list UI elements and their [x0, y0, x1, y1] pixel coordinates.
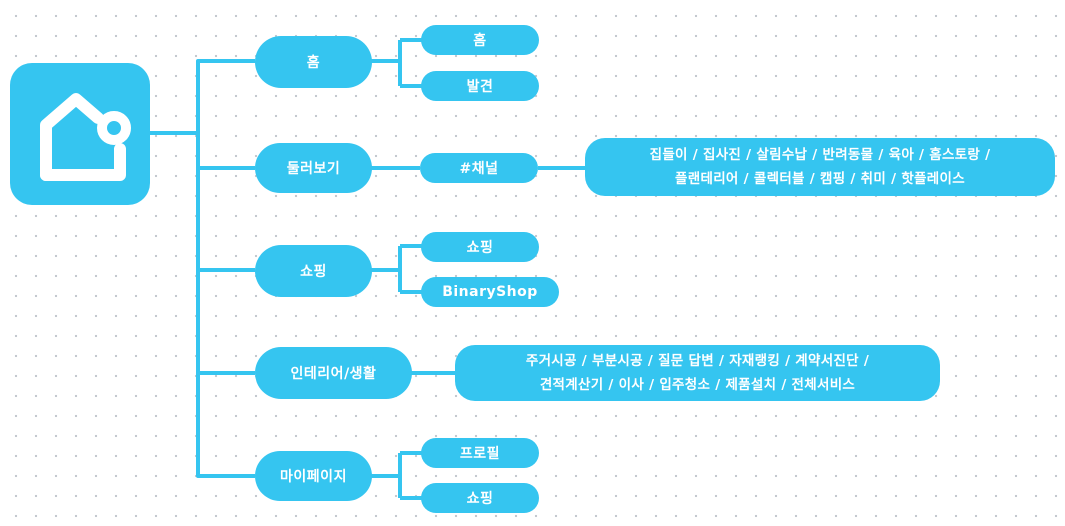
submenu-shopping-shopping[interactable]: 쇼핑: [421, 232, 539, 262]
app-logo: [10, 63, 150, 205]
channel-list-line-2: 플랜테리어 / 콜렉터블 / 캠핑 / 취미 / 핫플레이스: [675, 171, 965, 187]
menu-home[interactable]: 홈: [255, 36, 372, 88]
submenu-shopping-binaryshop[interactable]: BinaryShop: [421, 277, 559, 307]
menu-interior-life[interactable]: 인테리어/생활: [255, 347, 412, 399]
submenu-mypage-shopping[interactable]: 쇼핑: [421, 483, 539, 513]
channel-list-line-1: 집들이 / 집사진 / 살림수납 / 반려동물 / 육아 / 홈스토랑 /: [649, 147, 991, 163]
branch-line-mypage: [198, 451, 423, 500]
interior-service-list[interactable]: 주거시공 / 부분시공 / 질문 답변 / 자재랭킹 / 계약서진단 / 견적계…: [455, 345, 940, 401]
submenu-home-home[interactable]: 홈: [421, 25, 539, 55]
submenu-home-discover[interactable]: 발견: [421, 71, 539, 101]
menu-explore[interactable]: 둘러보기: [255, 143, 372, 193]
menu-mypage[interactable]: 마이페이지: [255, 451, 372, 501]
submenu-mypage-profile[interactable]: 프로필: [421, 438, 539, 468]
menu-shopping[interactable]: 쇼핑: [255, 245, 372, 297]
channel-list[interactable]: 집들이 / 집사진 / 살림수납 / 반려동물 / 육아 / 홈스토랑 / 플랜…: [585, 138, 1055, 196]
interior-service-line-1: 주거시공 / 부분시공 / 질문 답변 / 자재랭킹 / 계약서진단 /: [525, 353, 870, 369]
house-logo-icon: [40, 93, 131, 181]
submenu-explore-channel[interactable]: #채널: [420, 153, 538, 183]
trunk-line: [148, 59, 200, 478]
interior-service-line-2: 견적계산기 / 이사 / 입주청소 / 제품설치 / 전체서비스: [539, 377, 856, 393]
